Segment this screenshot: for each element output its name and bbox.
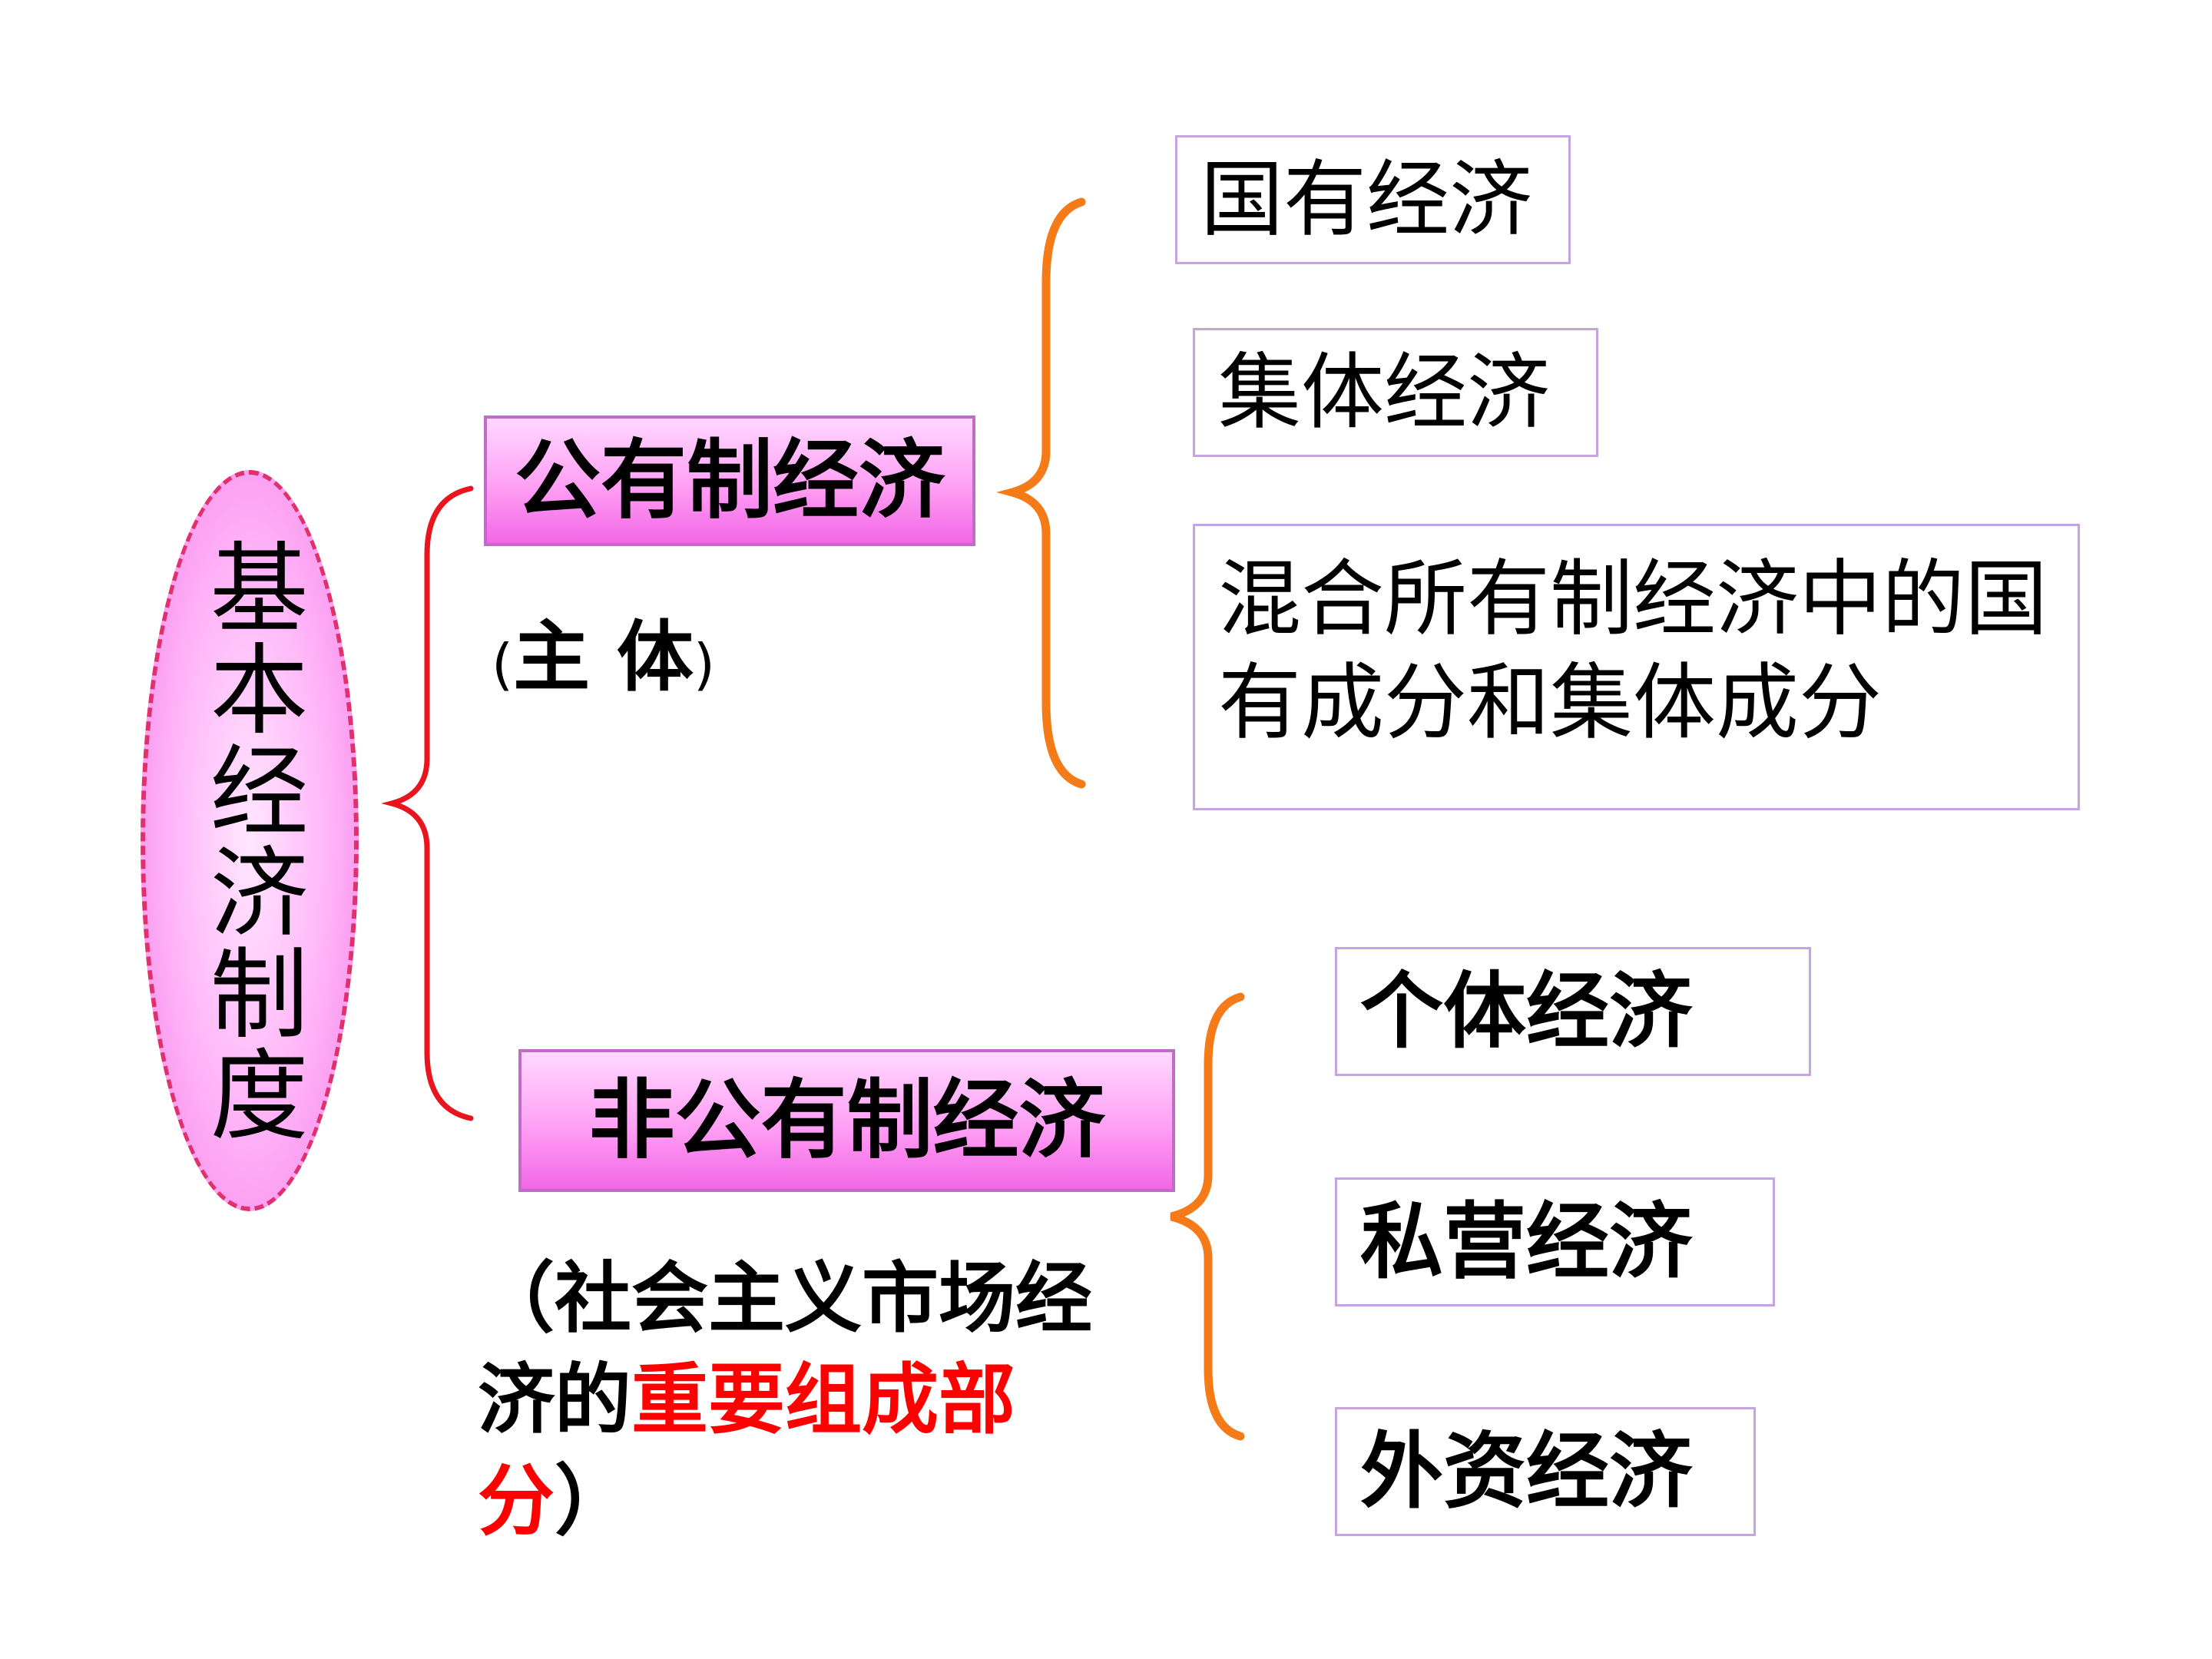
state-economy-box: 国有经济 [1175,135,1571,264]
collective-economy-box: 集体经济 [1193,328,1598,457]
non-public-ownership-note: （社会主义市场经济的重要组成部分） [478,1248,1154,1552]
private-economy-box: 私营经济 [1335,1177,1775,1306]
non-public-ownership-box: 非公有制经济 [518,1049,1175,1192]
mixed-ownership-box: 混合所有制经济中的国有成分和集体成分 [1193,524,2080,810]
non-public-note-suffix: ） [555,1456,631,1546]
non-public-ownership-brace [1170,992,1245,1441]
public-ownership-note: (主 体) [492,612,716,702]
main-brace [381,485,474,1121]
private-economy-label: 私营经济 [1360,1194,1693,1290]
root-label: 基本经济制度 [193,536,307,1145]
public-ownership-brace [996,197,1086,789]
foreign-economy-box: 外资经济 [1335,1407,1756,1536]
state-economy-label: 国有经济 [1200,151,1533,248]
non-public-note-prefix: （社会主义市场经济的 [478,1253,1092,1445]
foreign-economy-label: 外资经济 [1360,1423,1693,1520]
public-ownership-box: 公有制经济 [484,416,975,546]
individual-economy-box: 个体经济 [1335,947,1811,1076]
public-ownership-note-text: 主 体 [513,612,694,702]
non-public-note-highlight: 重要组成部分 [478,1355,1015,1546]
individual-economy-label: 个体经济 [1360,963,1693,1060]
public-ownership-label: 公有制经济 [515,431,945,531]
non-public-ownership-label: 非公有制经济 [588,1071,1105,1171]
root-ellipse [141,470,359,1211]
collective-economy-label: 集体经济 [1218,344,1551,441]
mixed-ownership-label: 混合所有制经济中的国有成分和集体成分 [1218,551,2048,751]
